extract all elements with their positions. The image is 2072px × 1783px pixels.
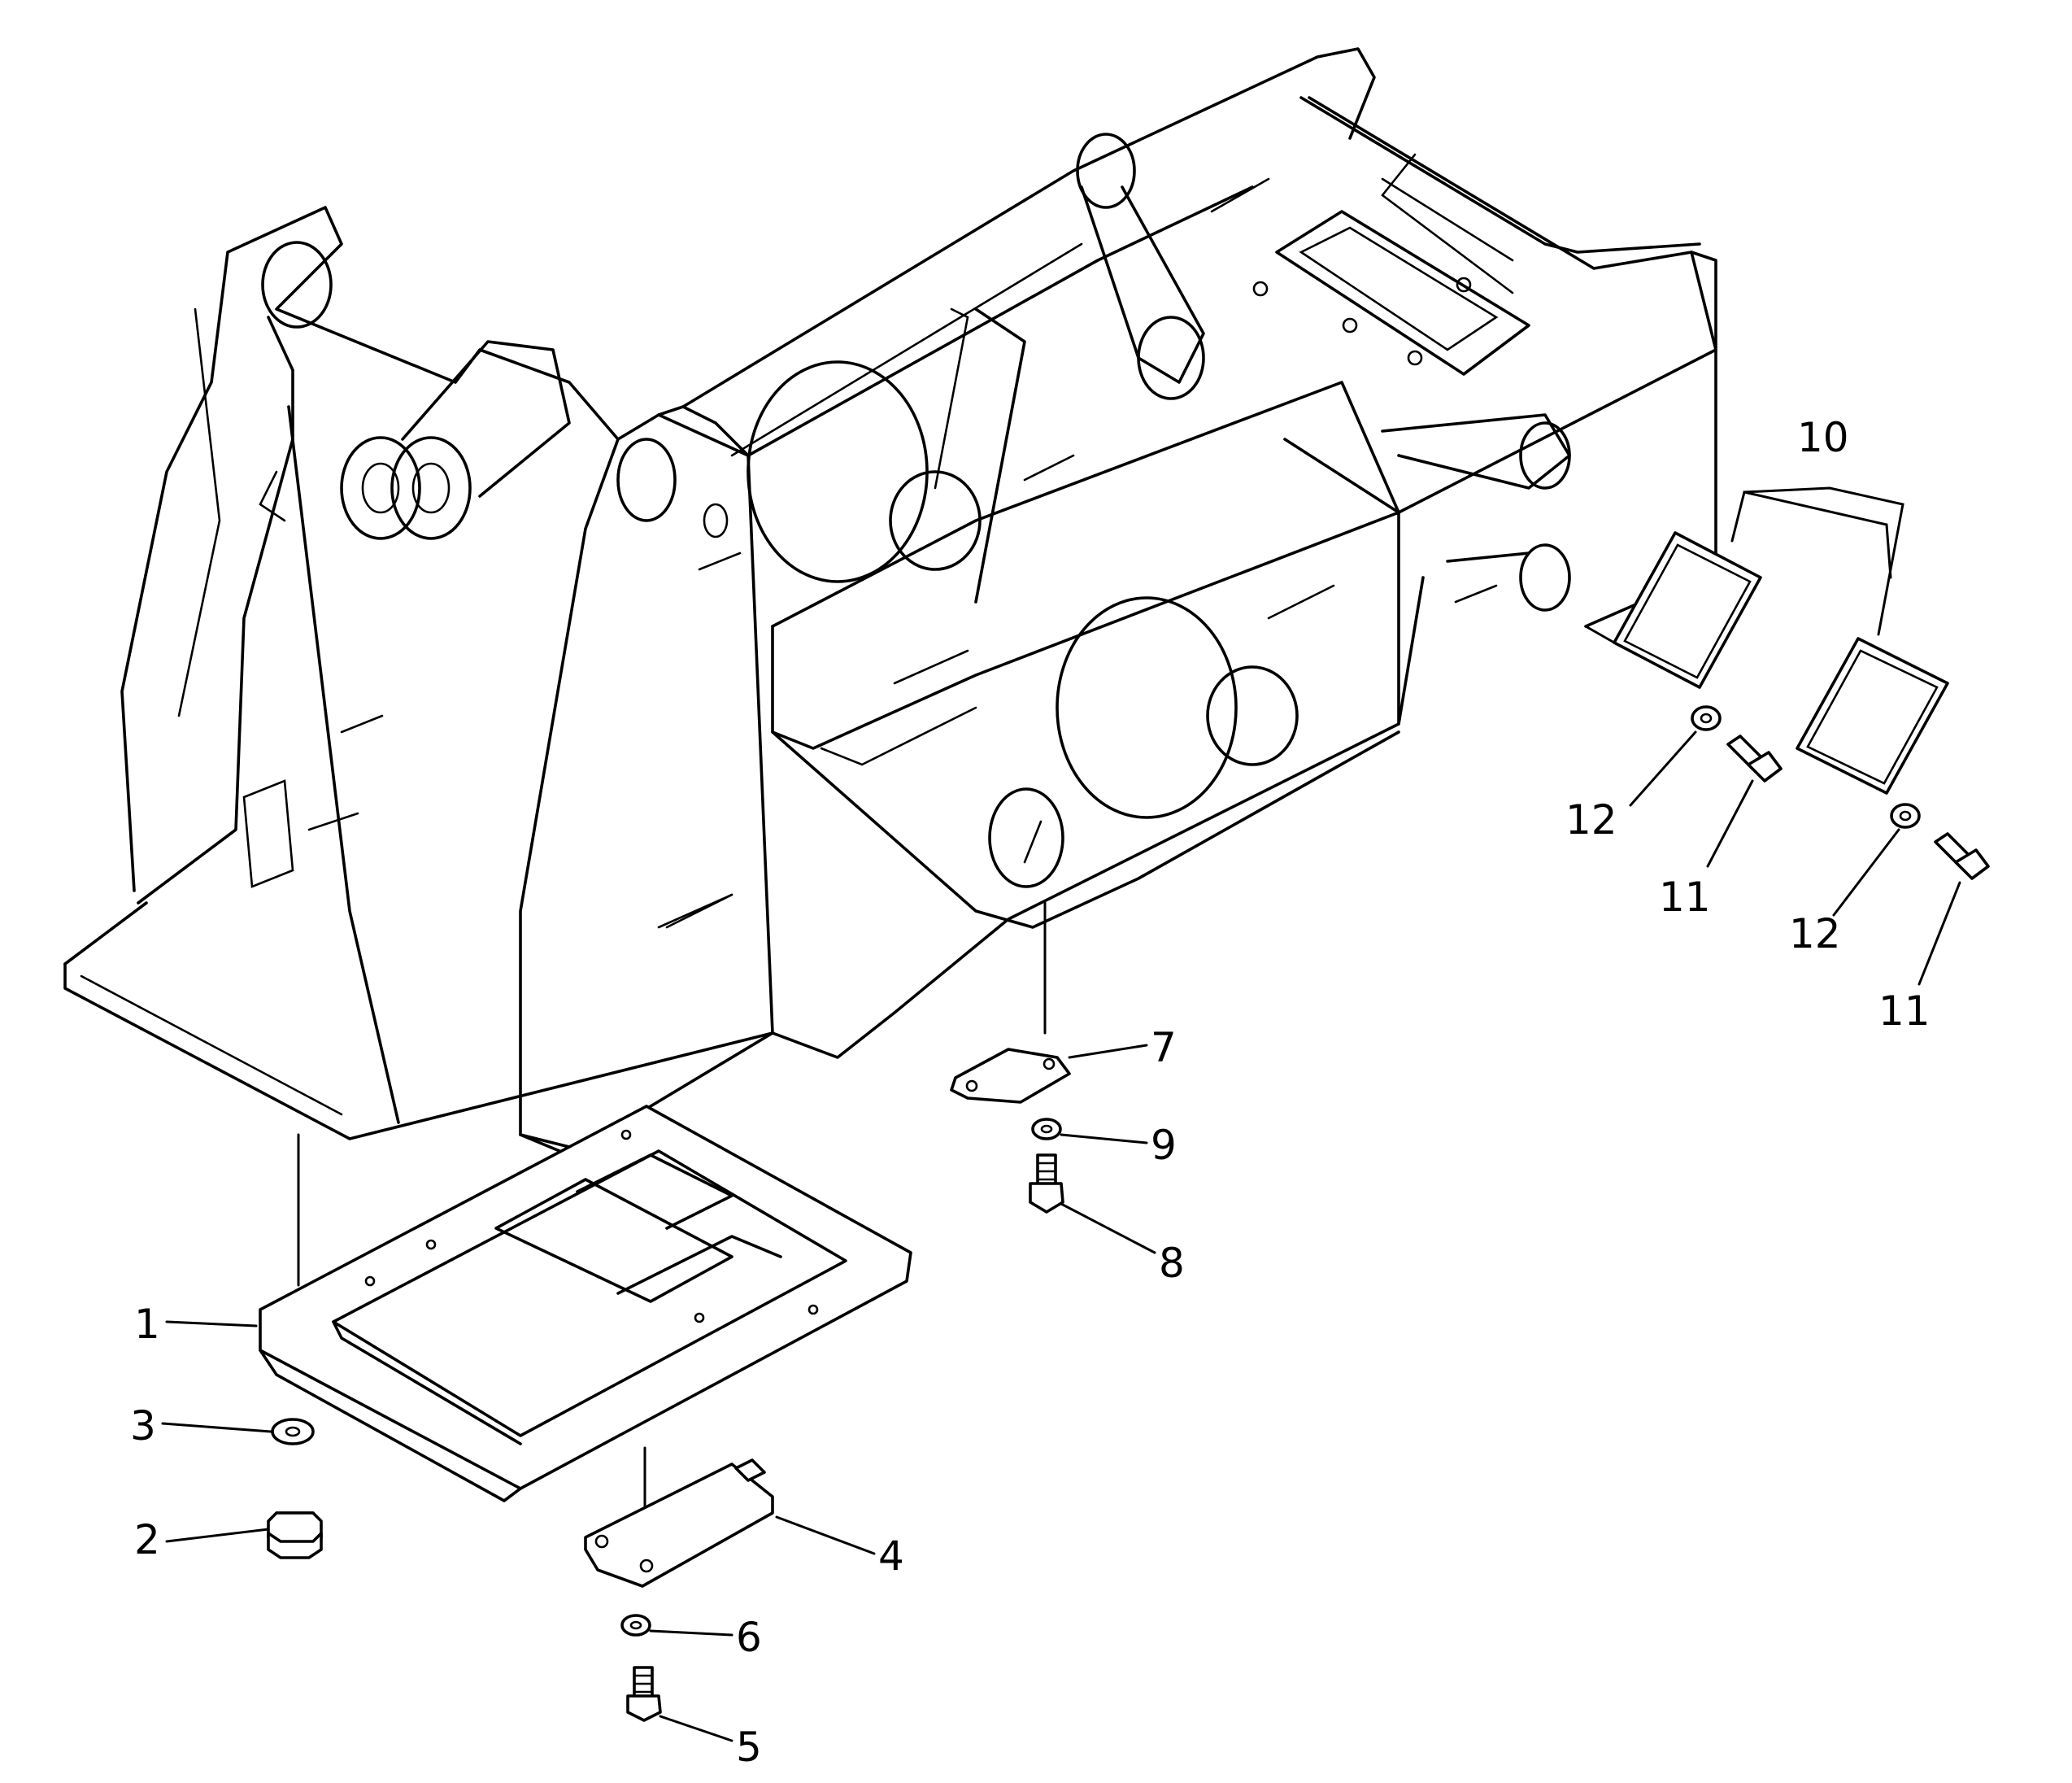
- under-guard: [259, 1105, 912, 1502]
- cover-4: [584, 1458, 774, 1588]
- lock-washer-12a: [1691, 705, 1722, 731]
- cover-7: [950, 1048, 1071, 1104]
- callout-10: 10: [1797, 414, 1849, 461]
- covers-10: [1613, 531, 1949, 795]
- washer-3: [271, 1418, 315, 1445]
- callout-labels: 1 2 3 4 5 6 7 8 9 10 11 11 12 12: [130, 414, 1931, 1771]
- lock-washer-6: [620, 1614, 651, 1637]
- callout-12a: 12: [1565, 796, 1617, 844]
- callout-7: 7: [1151, 1024, 1177, 1071]
- lock-washer-12b: [1890, 803, 1921, 829]
- main-frame: [63, 47, 1717, 1165]
- callout-11a: 11: [1659, 874, 1711, 921]
- callout-9: 9: [1151, 1122, 1177, 1169]
- bolt-11b: [1934, 832, 1990, 880]
- bolt-2: [267, 1511, 323, 1559]
- callout-5: 5: [736, 1724, 762, 1771]
- callout-6: 6: [736, 1614, 762, 1661]
- callout-1: 1: [134, 1301, 160, 1348]
- bolt-5: [626, 1666, 662, 1722]
- callout-3: 3: [130, 1402, 156, 1450]
- bolt-8: [1029, 1153, 1064, 1214]
- callout-11b: 11: [1878, 987, 1931, 1035]
- bolt-11a: [1726, 735, 1783, 783]
- callout-8: 8: [1159, 1240, 1185, 1287]
- callout-2: 2: [134, 1516, 160, 1563]
- lock-washer-9: [1031, 1118, 1062, 1140]
- callout-12b: 12: [1789, 910, 1841, 957]
- leader-lines: [161, 486, 1961, 1742]
- callout-4: 4: [878, 1532, 904, 1580]
